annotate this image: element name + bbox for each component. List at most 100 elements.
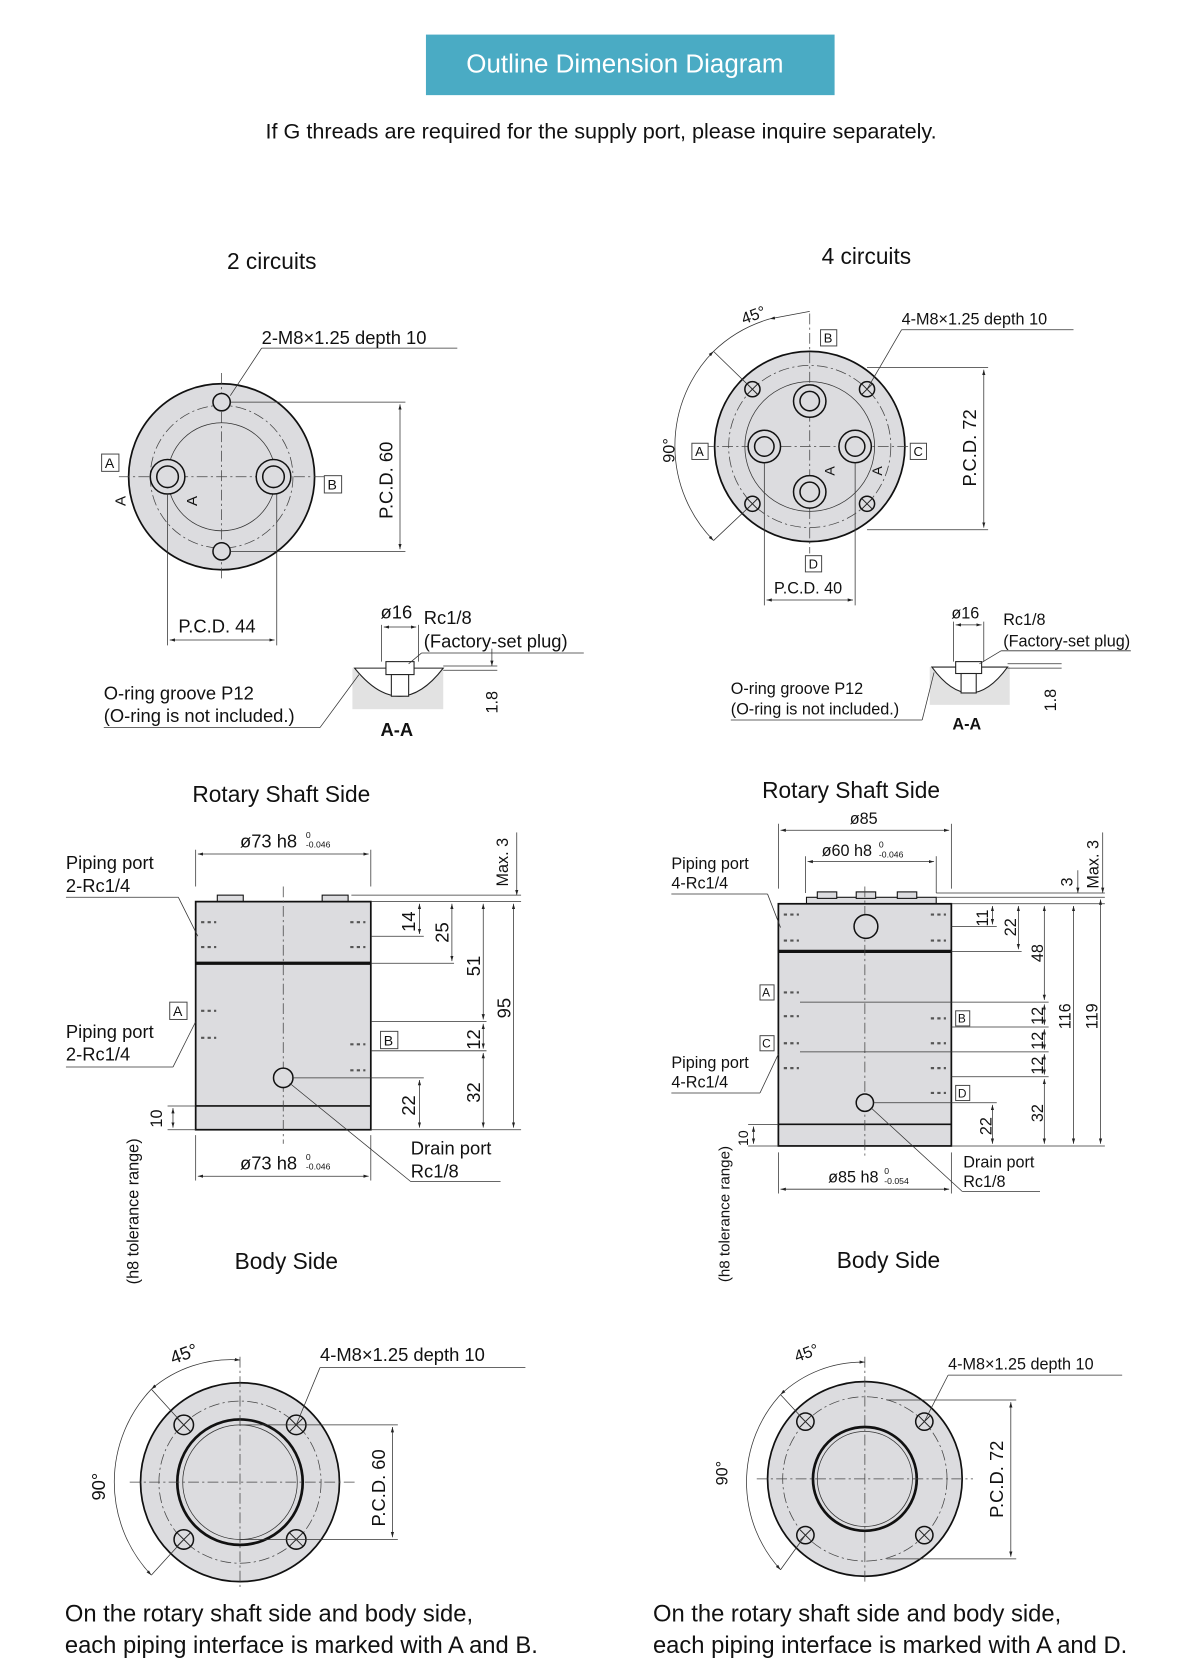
dim-12: 12 <box>1029 1057 1047 1075</box>
body-side-title-left: Body Side <box>235 1248 338 1274</box>
bottom-diameter: ø73 h8 <box>240 1153 297 1174</box>
rotary-shaft-side-title-left: Rotary Shaft Side <box>192 781 370 807</box>
tol-upper: 0 <box>884 1166 889 1176</box>
tol-lower: -0.046 <box>306 1162 331 1172</box>
tol-upper: 0 <box>879 840 884 850</box>
title-banner <box>425 34 835 96</box>
two-circuit-top-view: 2 circuits A B A A 2-M8×1.25 depth 10 P.… <box>101 248 458 646</box>
heading-2-circuits: 2 circuits <box>227 248 317 274</box>
four-circuit-body-view: 45° 90° 4-M8×1.25 depth 10 P.C.D. 72 <box>714 1341 1123 1584</box>
pcd-72-label: P.C.D. 72 <box>986 1441 1007 1518</box>
port-label-b: B <box>824 331 833 346</box>
drain-port-spec: Rc1/8 <box>411 1160 459 1181</box>
bottom-diameter: ø85 h8 <box>828 1169 878 1187</box>
dim-3: 3 <box>1058 877 1076 886</box>
dim-14: 14 <box>398 911 419 931</box>
section-mark: A <box>184 495 201 506</box>
page-title: Outline Dimension Diagram <box>466 50 783 78</box>
dim-10: 10 <box>735 1130 751 1146</box>
dim-95: 95 <box>493 998 514 1018</box>
section-diameter: ø16 <box>951 604 979 622</box>
dim-32: 32 <box>463 1082 484 1102</box>
plug-note: (Factory-set plug) <box>1003 632 1130 650</box>
angle-45: 45° <box>739 303 768 328</box>
footer-note-right-2: each piping interface is marked with A a… <box>653 1632 1127 1659</box>
drain-port-label: Drain port <box>411 1138 492 1159</box>
piping-port-spec: 2-Rc1/4 <box>66 875 130 896</box>
footer-note-right-1: On the rotary shaft side and body side, <box>653 1601 1061 1628</box>
dim-10: 10 <box>148 1110 166 1128</box>
outer-diameter: ø85 <box>850 810 878 828</box>
dim-48: 48 <box>1029 944 1047 962</box>
top-diameter: ø73 h8 <box>240 831 297 852</box>
pcd-40-label: P.C.D. 40 <box>774 580 842 598</box>
dim-max-3: Max. 3 <box>494 838 512 887</box>
depth-1-8: 1.8 <box>483 691 501 714</box>
plug-thread: Rc1/8 <box>424 607 472 628</box>
four-circuit-top-view: 4 circuits B A C D A A 45° 90° 4-M8× <box>661 243 1074 606</box>
thread-callout: 4-M8×1.25 depth 10 <box>320 1344 485 1365</box>
dim-25: 25 <box>432 922 453 942</box>
rotary-shaft-side-title-right: Rotary Shaft Side <box>762 777 940 803</box>
port-label-a: A <box>762 986 770 1000</box>
two-circuit-side-view: ø73 h8 0 -0.046 ø73 h8 0 -0.046 Piping p… <box>66 830 522 1284</box>
dim-22: 22 <box>977 1117 995 1135</box>
oring-note-2: (O-ring is not included.) <box>731 701 899 719</box>
port-label-a: A <box>105 455 115 471</box>
pcd-44-label: P.C.D. 44 <box>178 615 255 636</box>
footer-note-left-1: On the rotary shaft side and body side, <box>65 1601 473 1628</box>
dim-12: 12 <box>463 1029 484 1049</box>
pcd-72-label: P.C.D. 72 <box>959 409 980 486</box>
dim-32: 32 <box>1029 1104 1047 1122</box>
footer-note-left-2: each piping interface is marked with A a… <box>65 1632 538 1659</box>
piping-port-label: Piping port <box>671 855 749 873</box>
port-label-c: C <box>762 1037 771 1051</box>
piping-port-spec: 2-Rc1/4 <box>66 1044 130 1065</box>
thread-callout: 4-M8×1.25 depth 10 <box>948 1356 1094 1374</box>
h8-tolerance-note: (h8 tolerance range) <box>124 1138 142 1284</box>
thread-callout: 4-M8×1.25 depth 10 <box>902 310 1048 328</box>
plug-thread: Rc1/8 <box>1003 611 1045 629</box>
tol-lower: -0.046 <box>306 840 331 850</box>
dim-51: 51 <box>463 956 484 976</box>
port-label-a: A <box>695 444 704 459</box>
piping-port-spec: 4-Rc1/4 <box>671 875 728 893</box>
h8-tolerance-note: (h8 tolerance range) <box>717 1146 734 1282</box>
heading-4-circuits: 4 circuits <box>822 243 912 269</box>
oring-note-1: O-ring groove P12 <box>731 680 863 698</box>
port-label-b: B <box>958 1012 966 1026</box>
port-label-d: D <box>809 557 818 572</box>
port-label-c: C <box>914 444 923 459</box>
drain-port-label: Drain port <box>963 1154 1035 1172</box>
angle-45: 45° <box>792 1341 821 1366</box>
four-circuit-side-view: ø85 ø60 h8 0 -0.046 ø85 h8 0 -0.054 Pipi… <box>671 810 1105 1282</box>
pcd-60-label: P.C.D. 60 <box>375 442 396 519</box>
pcd-60-label: P.C.D. 60 <box>368 1449 389 1526</box>
oring-note-2: (O-ring is not included.) <box>104 705 295 726</box>
two-circuit-section-aa: 1.8 ø16 Rc1/8 (Factory-set plug) O-ring … <box>104 601 584 740</box>
four-circuit-section-aa: 1.8 ø16 Rc1/8 (Factory-set plug) O-ring … <box>731 604 1131 734</box>
dim-116: 116 <box>1056 1003 1074 1029</box>
section-diameter: ø16 <box>381 601 413 622</box>
port-label-b: B <box>328 477 337 493</box>
port-label-d: D <box>958 1086 967 1100</box>
section-mark: A <box>112 495 129 506</box>
tol-upper: 0 <box>306 830 311 840</box>
dim-22: 22 <box>398 1095 419 1115</box>
plug-note: (Factory-set plug) <box>424 631 568 652</box>
drain-port-spec: Rc1/8 <box>963 1173 1005 1191</box>
thread-callout: 2-M8×1.25 depth 10 <box>262 327 427 348</box>
angle-90: 90° <box>88 1473 109 1501</box>
angle-45: 45° <box>167 1339 200 1368</box>
two-circuit-body-view: 45° 90° 4-M8×1.25 depth 10 P.C.D. 60 <box>88 1339 526 1590</box>
dim-11: 11 <box>974 910 992 927</box>
tol-lower: -0.054 <box>884 1176 909 1186</box>
section-mark: A <box>822 466 838 476</box>
depth-1-8: 1.8 <box>1042 689 1060 712</box>
dim-22-top: 22 <box>1002 918 1020 936</box>
piping-port-label: Piping port <box>66 1021 154 1042</box>
tol-upper: 0 <box>306 1152 311 1162</box>
oring-note-1: O-ring groove P12 <box>104 682 254 703</box>
section-mark: A <box>869 466 885 476</box>
